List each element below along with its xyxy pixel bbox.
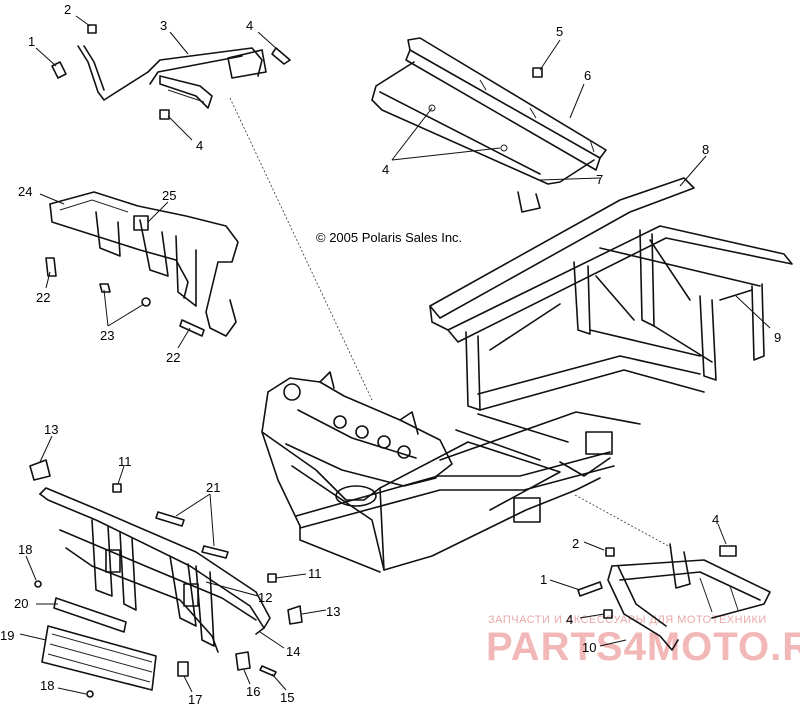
bolt-4d xyxy=(719,545,737,557)
nut-11a xyxy=(112,483,122,493)
callout-5: 5 xyxy=(556,24,563,39)
part-6-seat-frame xyxy=(371,37,607,185)
callout-9: 9 xyxy=(774,330,781,345)
nut-5 xyxy=(532,67,543,78)
callout-8: 8 xyxy=(702,142,709,157)
bolt-22a xyxy=(45,257,57,277)
callout-22: 22 xyxy=(36,290,50,305)
part-7-bracket xyxy=(517,191,541,213)
callout-4: 4 xyxy=(196,138,203,153)
callout-1: 1 xyxy=(540,572,547,587)
callout-6: 6 xyxy=(584,68,591,83)
copyright-notice: © 2005 Polaris Sales Inc. xyxy=(316,230,462,245)
bolt-4a xyxy=(271,47,291,65)
nut-23a xyxy=(99,283,111,293)
nut-4b xyxy=(159,109,170,120)
part-10-rail-bracket xyxy=(607,543,771,651)
bolt-21b xyxy=(201,545,229,559)
bushing-13a xyxy=(29,459,51,481)
part-14-front-bumper xyxy=(39,487,271,653)
bolt-1b xyxy=(577,581,603,597)
nut-2a xyxy=(87,24,97,34)
callout-23: 23 xyxy=(100,328,114,343)
callout-25: 25 xyxy=(162,188,176,203)
nut-11b xyxy=(267,573,277,583)
part-3-rail-bracket xyxy=(77,45,267,109)
callout-2: 2 xyxy=(572,536,579,551)
alignment-line xyxy=(574,494,673,549)
callout-13: 13 xyxy=(326,604,340,619)
watermark-logo: PARTS4MOTO.RU xyxy=(486,625,800,669)
bolt-1a xyxy=(51,61,67,79)
part-20-strip xyxy=(53,597,127,633)
bolt-22b xyxy=(179,319,205,337)
hardware xyxy=(29,24,737,698)
callout-20: 20 xyxy=(14,596,28,611)
clip-16 xyxy=(235,651,251,671)
callout-18: 18 xyxy=(18,542,32,557)
part-19-grille xyxy=(41,625,157,691)
callout-12: 12 xyxy=(258,590,272,605)
rivet-18a xyxy=(34,580,42,588)
nut-4e xyxy=(603,609,613,619)
callout-22: 22 xyxy=(166,350,180,365)
callout-14: 14 xyxy=(286,644,300,659)
callout-7: 7 xyxy=(596,172,603,187)
watermark: ЗАПЧАСТИ И АКСЕССУАРЫ ДЛЯ МОТОТЕХНИКИ PA… xyxy=(486,614,800,669)
callout-3: 3 xyxy=(160,18,167,33)
callout-15: 15 xyxy=(280,690,294,705)
callout-16: 16 xyxy=(246,684,260,699)
callout-4: 4 xyxy=(246,18,253,33)
callout-4: 4 xyxy=(566,612,573,627)
alignment-line xyxy=(229,97,373,401)
callout-labels: 1 2 3 4 4 5 6 4 7 8 24 25 22 23 22 9 13 … xyxy=(0,2,781,705)
callout-4: 4 xyxy=(382,162,389,177)
callout-17: 17 xyxy=(188,692,202,705)
callout-11: 11 xyxy=(118,454,132,469)
callout-2: 2 xyxy=(64,2,71,17)
callout-13: 13 xyxy=(44,422,58,437)
nut-2b xyxy=(605,547,615,557)
callout-4: 4 xyxy=(712,512,719,527)
callout-24: 24 xyxy=(18,184,32,199)
callout-10: 10 xyxy=(582,640,596,655)
callout-11: 11 xyxy=(308,566,322,581)
callout-1: 1 xyxy=(28,34,35,49)
watermark-tagline: ЗАПЧАСТИ И АКСЕССУАРЫ ДЛЯ МОТОТЕХНИКИ xyxy=(488,614,767,626)
bushing-13b xyxy=(287,605,303,625)
washer-23b xyxy=(141,297,151,307)
rivet-18b xyxy=(86,690,94,698)
fastener-17 xyxy=(177,661,189,677)
callout-21: 21 xyxy=(206,480,220,495)
callout-19: 19 xyxy=(0,628,14,643)
main-chassis-frame xyxy=(261,177,793,573)
leader-lines xyxy=(19,15,771,695)
bolt-21a xyxy=(155,511,185,527)
callout-18: 18 xyxy=(40,678,54,693)
part-24-front-mount xyxy=(49,191,239,337)
screw-15 xyxy=(259,665,277,677)
